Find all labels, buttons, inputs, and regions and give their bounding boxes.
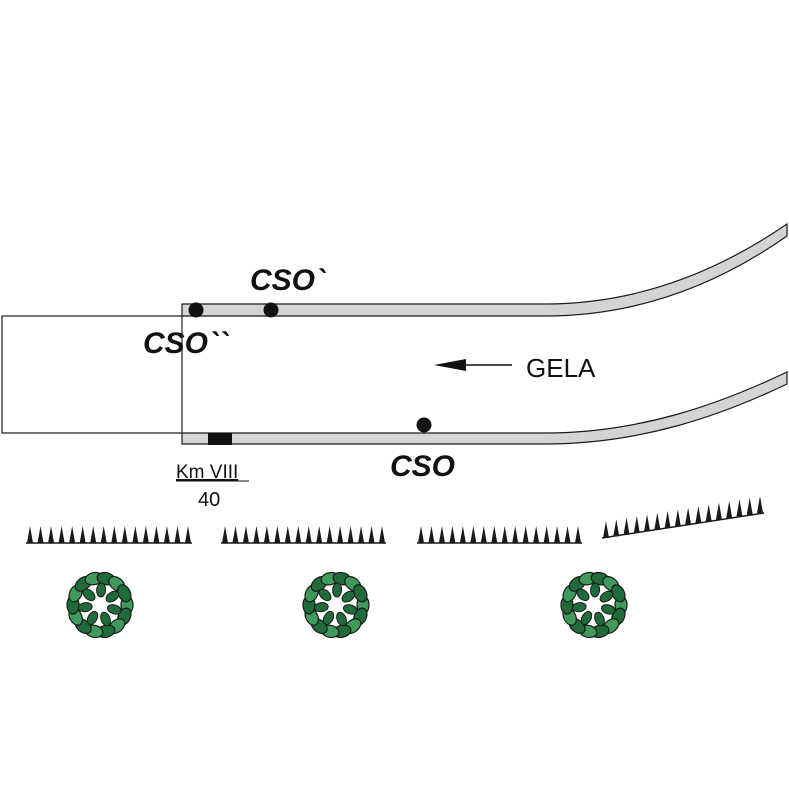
signal-point-cso-prime	[263, 302, 279, 318]
signal-point-cso	[416, 417, 432, 433]
label-cso-double-prime: CSO``	[143, 327, 229, 360]
bush-icon	[560, 571, 628, 639]
grass-icon	[221, 526, 386, 544]
arrow-left-icon	[434, 359, 512, 371]
label-cso-prime: CSO`	[250, 264, 326, 297]
upper-track	[181, 222, 788, 317]
bush-icon	[66, 571, 134, 639]
km-value-label: 40	[198, 489, 220, 511]
grass-icon	[26, 526, 192, 544]
grass-icon	[601, 496, 765, 539]
km-marker-label: Km VIII	[176, 462, 238, 483]
bush-icon	[302, 571, 370, 639]
grass-rows	[26, 496, 765, 544]
km-marker-block	[208, 433, 232, 445]
label-cso: CSO	[390, 450, 455, 483]
grass-icon	[417, 526, 582, 544]
lower-track	[181, 371, 788, 445]
direction-label: GELA	[526, 353, 596, 383]
bushes	[66, 571, 628, 639]
station-platform	[1, 315, 183, 434]
signal-point-cso-double-prime	[188, 302, 204, 318]
